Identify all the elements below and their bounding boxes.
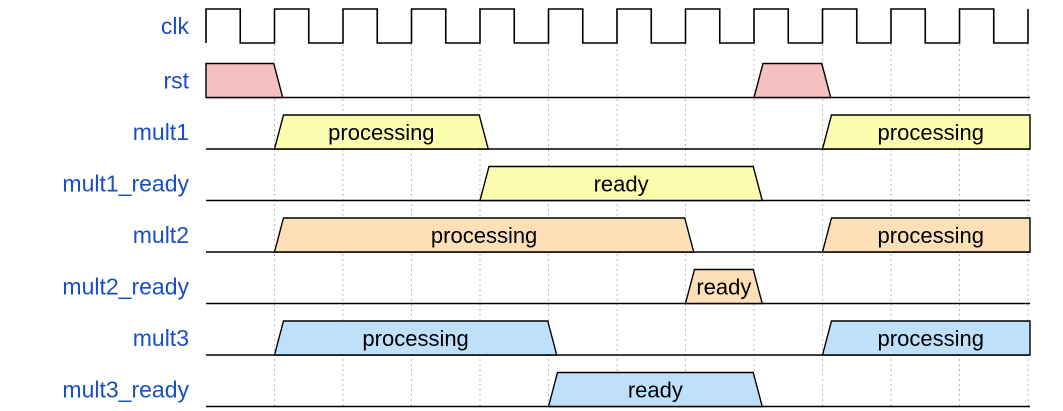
segment-label: ready — [594, 172, 649, 197]
segment-label: processing — [431, 223, 537, 248]
segment-label: processing — [878, 326, 984, 351]
signal-label-clk: clk — [161, 13, 190, 39]
segment-label: processing — [362, 326, 468, 351]
mult2-ready-segment — [684, 268, 764, 305]
rst-segment — [753, 62, 832, 99]
signal-label-mult1: mult1 — [133, 119, 189, 145]
signal-label-mult2-ready: mult2_ready — [62, 274, 189, 300]
signal-label-rst: rst — [163, 68, 189, 94]
segment-label: processing — [878, 120, 984, 145]
segment-label: processing — [878, 223, 984, 248]
signal-label-mult2: mult2 — [133, 222, 189, 248]
rst-segment — [205, 62, 284, 99]
cycle-gridlines — [274, 9, 1029, 408]
mult3-segment — [821, 320, 1031, 356]
signal-label-mult3-ready: mult3_ready — [62, 377, 189, 403]
signal-label-mult1-ready: mult1_ready — [62, 171, 189, 197]
waveforms: processing processing ready processing proce… — [205, 8, 1031, 408]
signal-label-mult3: mult3 — [133, 325, 189, 351]
segment-label: ready — [696, 275, 751, 300]
mult1-segment — [273, 114, 490, 150]
signal-labels: clk rst mult1 mult1_ready mult2 mult2_readymu… — [62, 13, 189, 403]
mult3-ready-segment — [547, 371, 764, 408]
mult1-segment — [821, 114, 1031, 150]
mult2-segment — [821, 217, 1031, 253]
mult3-segment — [273, 320, 558, 356]
segment-label: ready — [628, 378, 683, 403]
segment-label: processing — [328, 120, 434, 145]
mult2-segment — [273, 217, 695, 253]
mult1-ready-segment — [479, 165, 764, 202]
clk-waveform — [205, 8, 1029, 44]
